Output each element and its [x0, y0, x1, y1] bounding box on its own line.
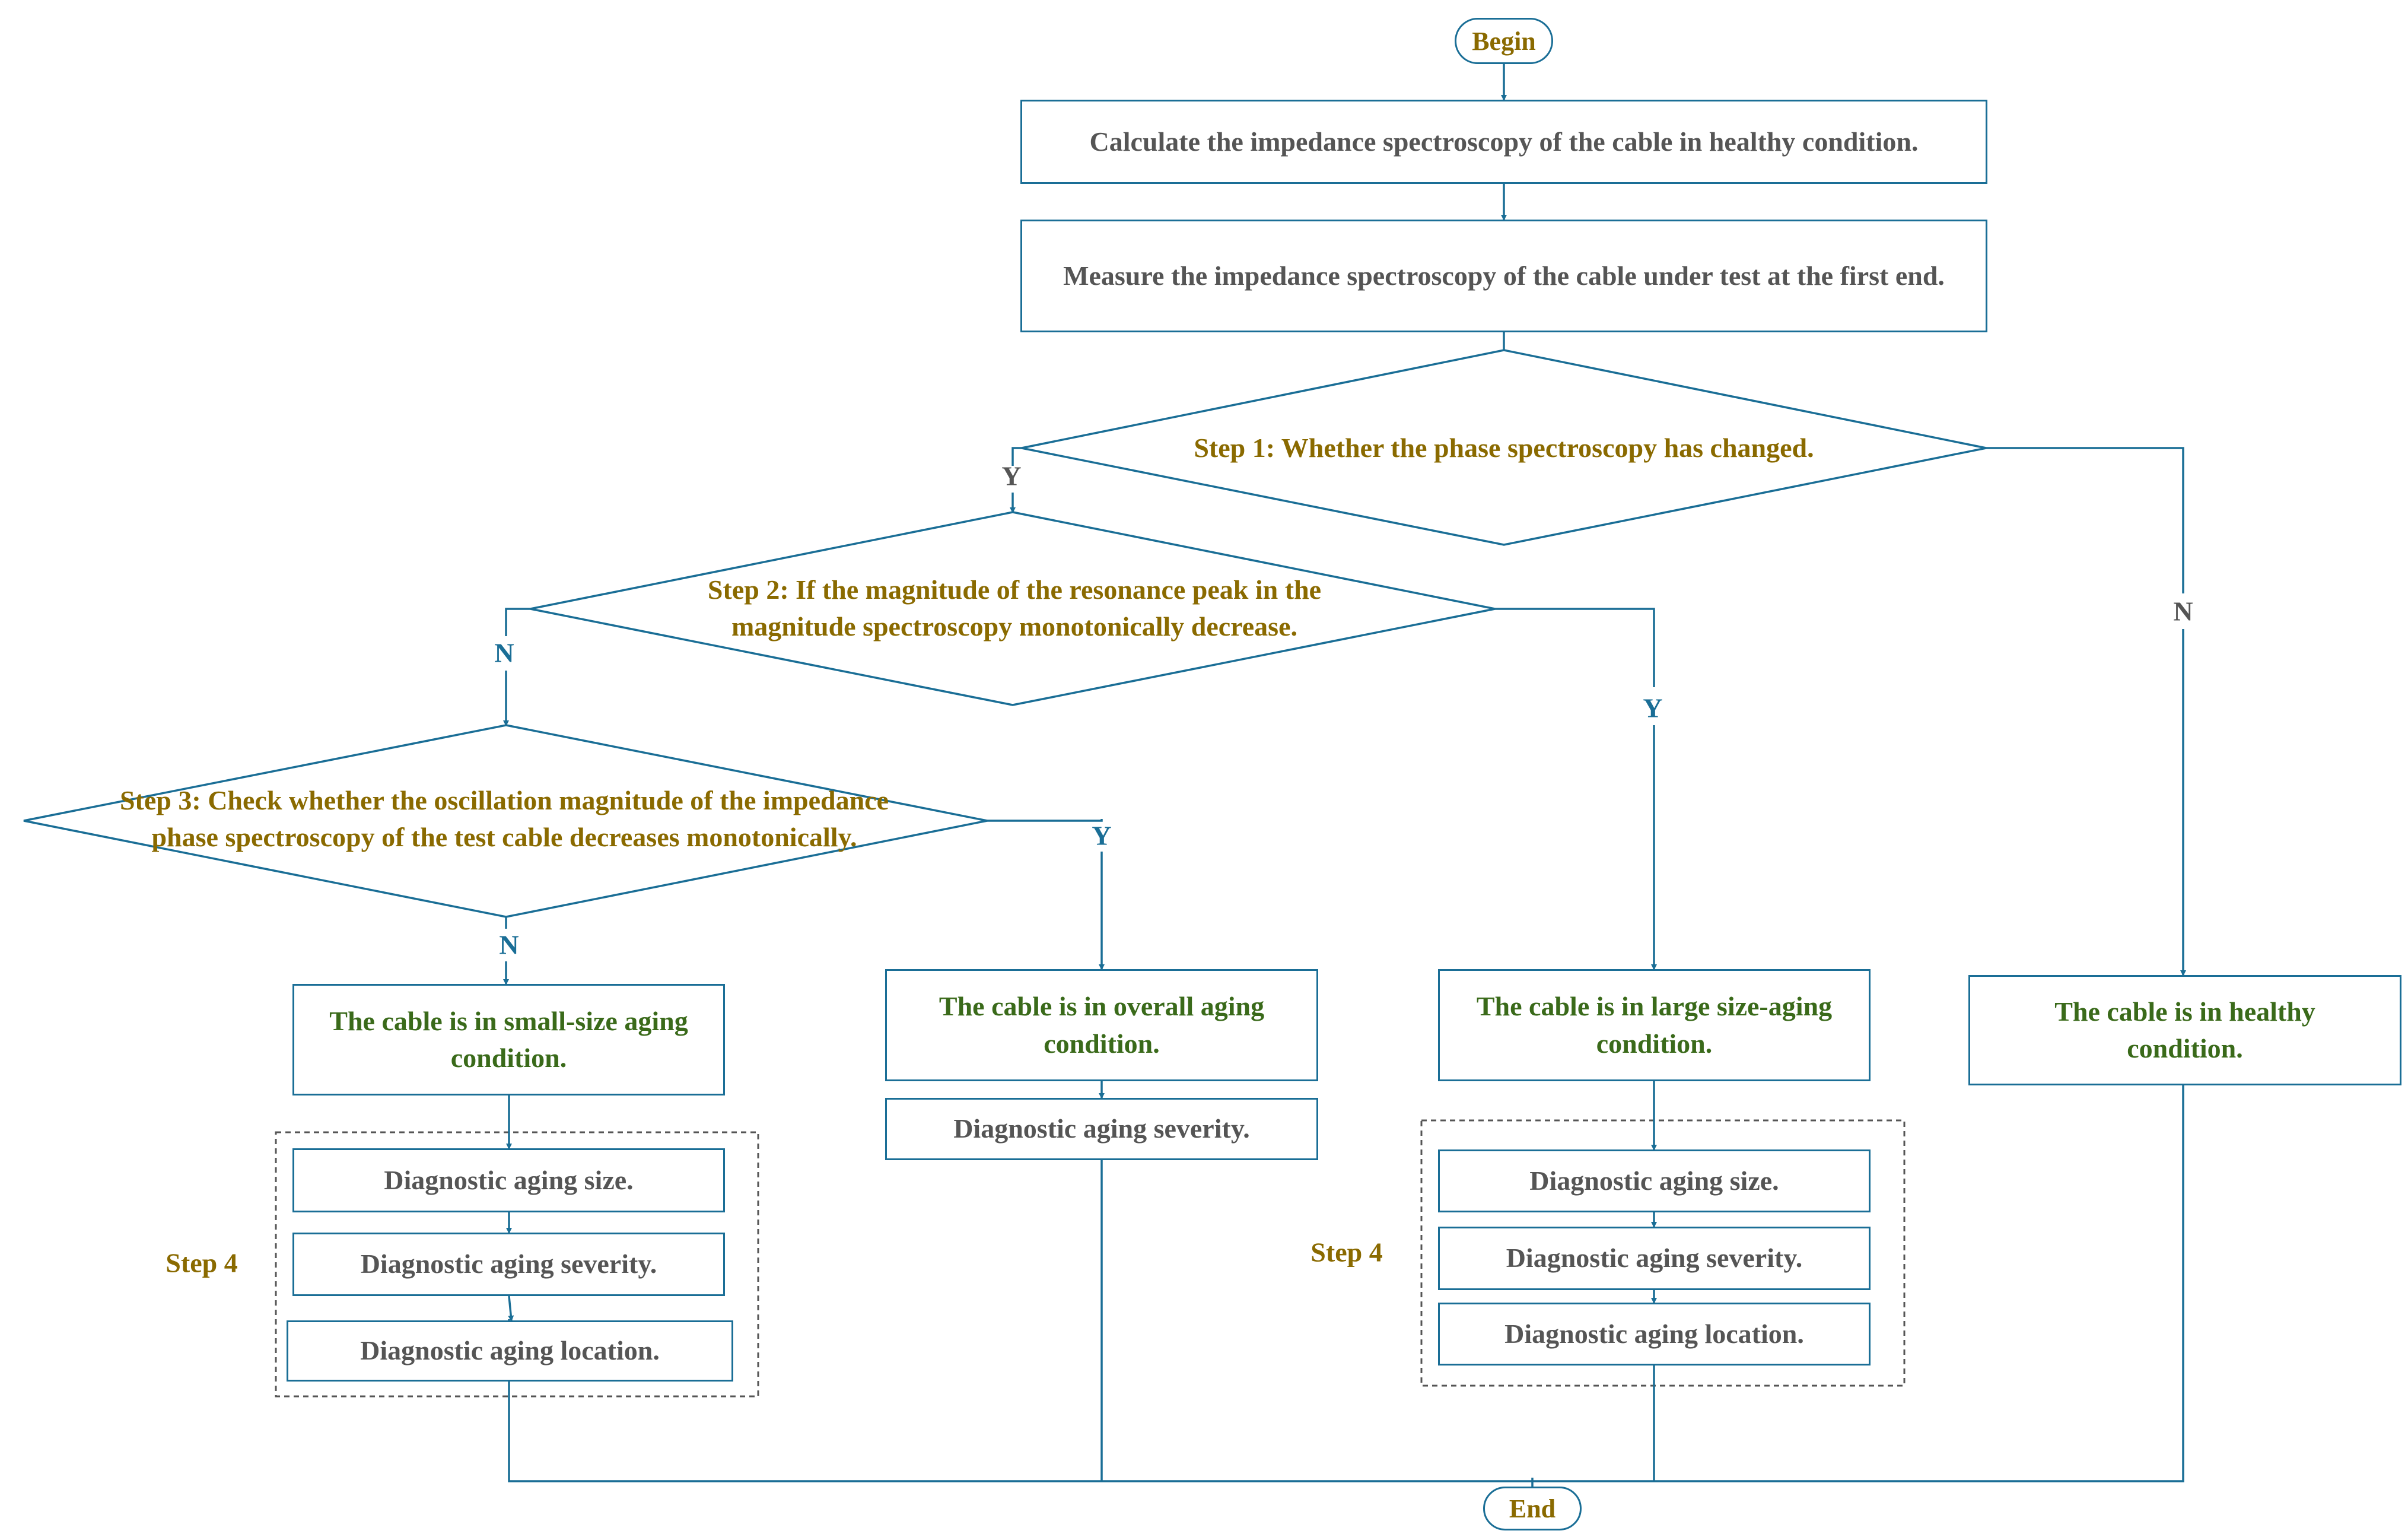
step2-decision: Step 2: If the magnitude of the resonanc…: [707, 574, 1322, 642]
left-diag-location: Diagnostic aging location.: [287, 1320, 733, 1382]
step3-no-label: N: [499, 929, 519, 960]
small-aging-box: The cable is in small-size aging conditi…: [292, 984, 725, 1095]
right-diag-size: Diagnostic aging size.: [1438, 1149, 1871, 1212]
large-aging-box: The cable is in large size-aging conditi…: [1438, 969, 1871, 1081]
step2-yes-label: Y: [1643, 693, 1663, 723]
step4-label-left: Step 4: [166, 1247, 238, 1278]
step1-diamond: [1021, 349, 1987, 546]
step1-no-label: N: [2173, 596, 2193, 627]
end-terminal: End: [1483, 1487, 1582, 1530]
left-diag-size: Diagnostic aging size.: [292, 1148, 725, 1212]
step2-diamond: [530, 511, 1496, 706]
step2-yes: [1495, 608, 1655, 687]
left-diag-severity: Diagnostic aging severity.: [292, 1233, 725, 1296]
right-diag-severity: Diagnostic aging severity.: [1438, 1227, 1871, 1290]
step4-label-right: Step 4: [1310, 1237, 1383, 1268]
step3-decision: Step 3: Check whether the oscillation ma…: [119, 785, 889, 852]
middle-diag-severity: Diagnostic aging severity.: [885, 1098, 1318, 1160]
step3-yes: [987, 819, 1103, 822]
step2-no: [505, 608, 530, 636]
step1-decision: Step 1: Whether the phase spectroscopy h…: [1194, 432, 1814, 463]
begin-terminal: Begin: [1455, 18, 1553, 64]
measure-box: Measure the impedance spectroscopy of th…: [1020, 220, 1987, 332]
step1-yes: [1011, 447, 1022, 466]
step4-group-left: [275, 1131, 759, 1398]
step1-no: [1986, 447, 2184, 593]
overall-aging-box: The cable is in overall aging condition.: [885, 969, 1318, 1081]
healthy-box: The cable is in healthy condition.: [1968, 975, 2401, 1085]
step1-yes-label: Y: [1001, 461, 1022, 491]
right-diag-location: Diagnostic aging location.: [1438, 1303, 1871, 1365]
merge-bottom: [508, 1085, 2184, 1482]
calc-healthy-box: Calculate the impedance spectroscopy of …: [1020, 100, 1987, 184]
step2-no-label: N: [494, 637, 514, 668]
step4-group-right: [1420, 1119, 1906, 1387]
step3-yes-label: Y: [1092, 820, 1112, 851]
